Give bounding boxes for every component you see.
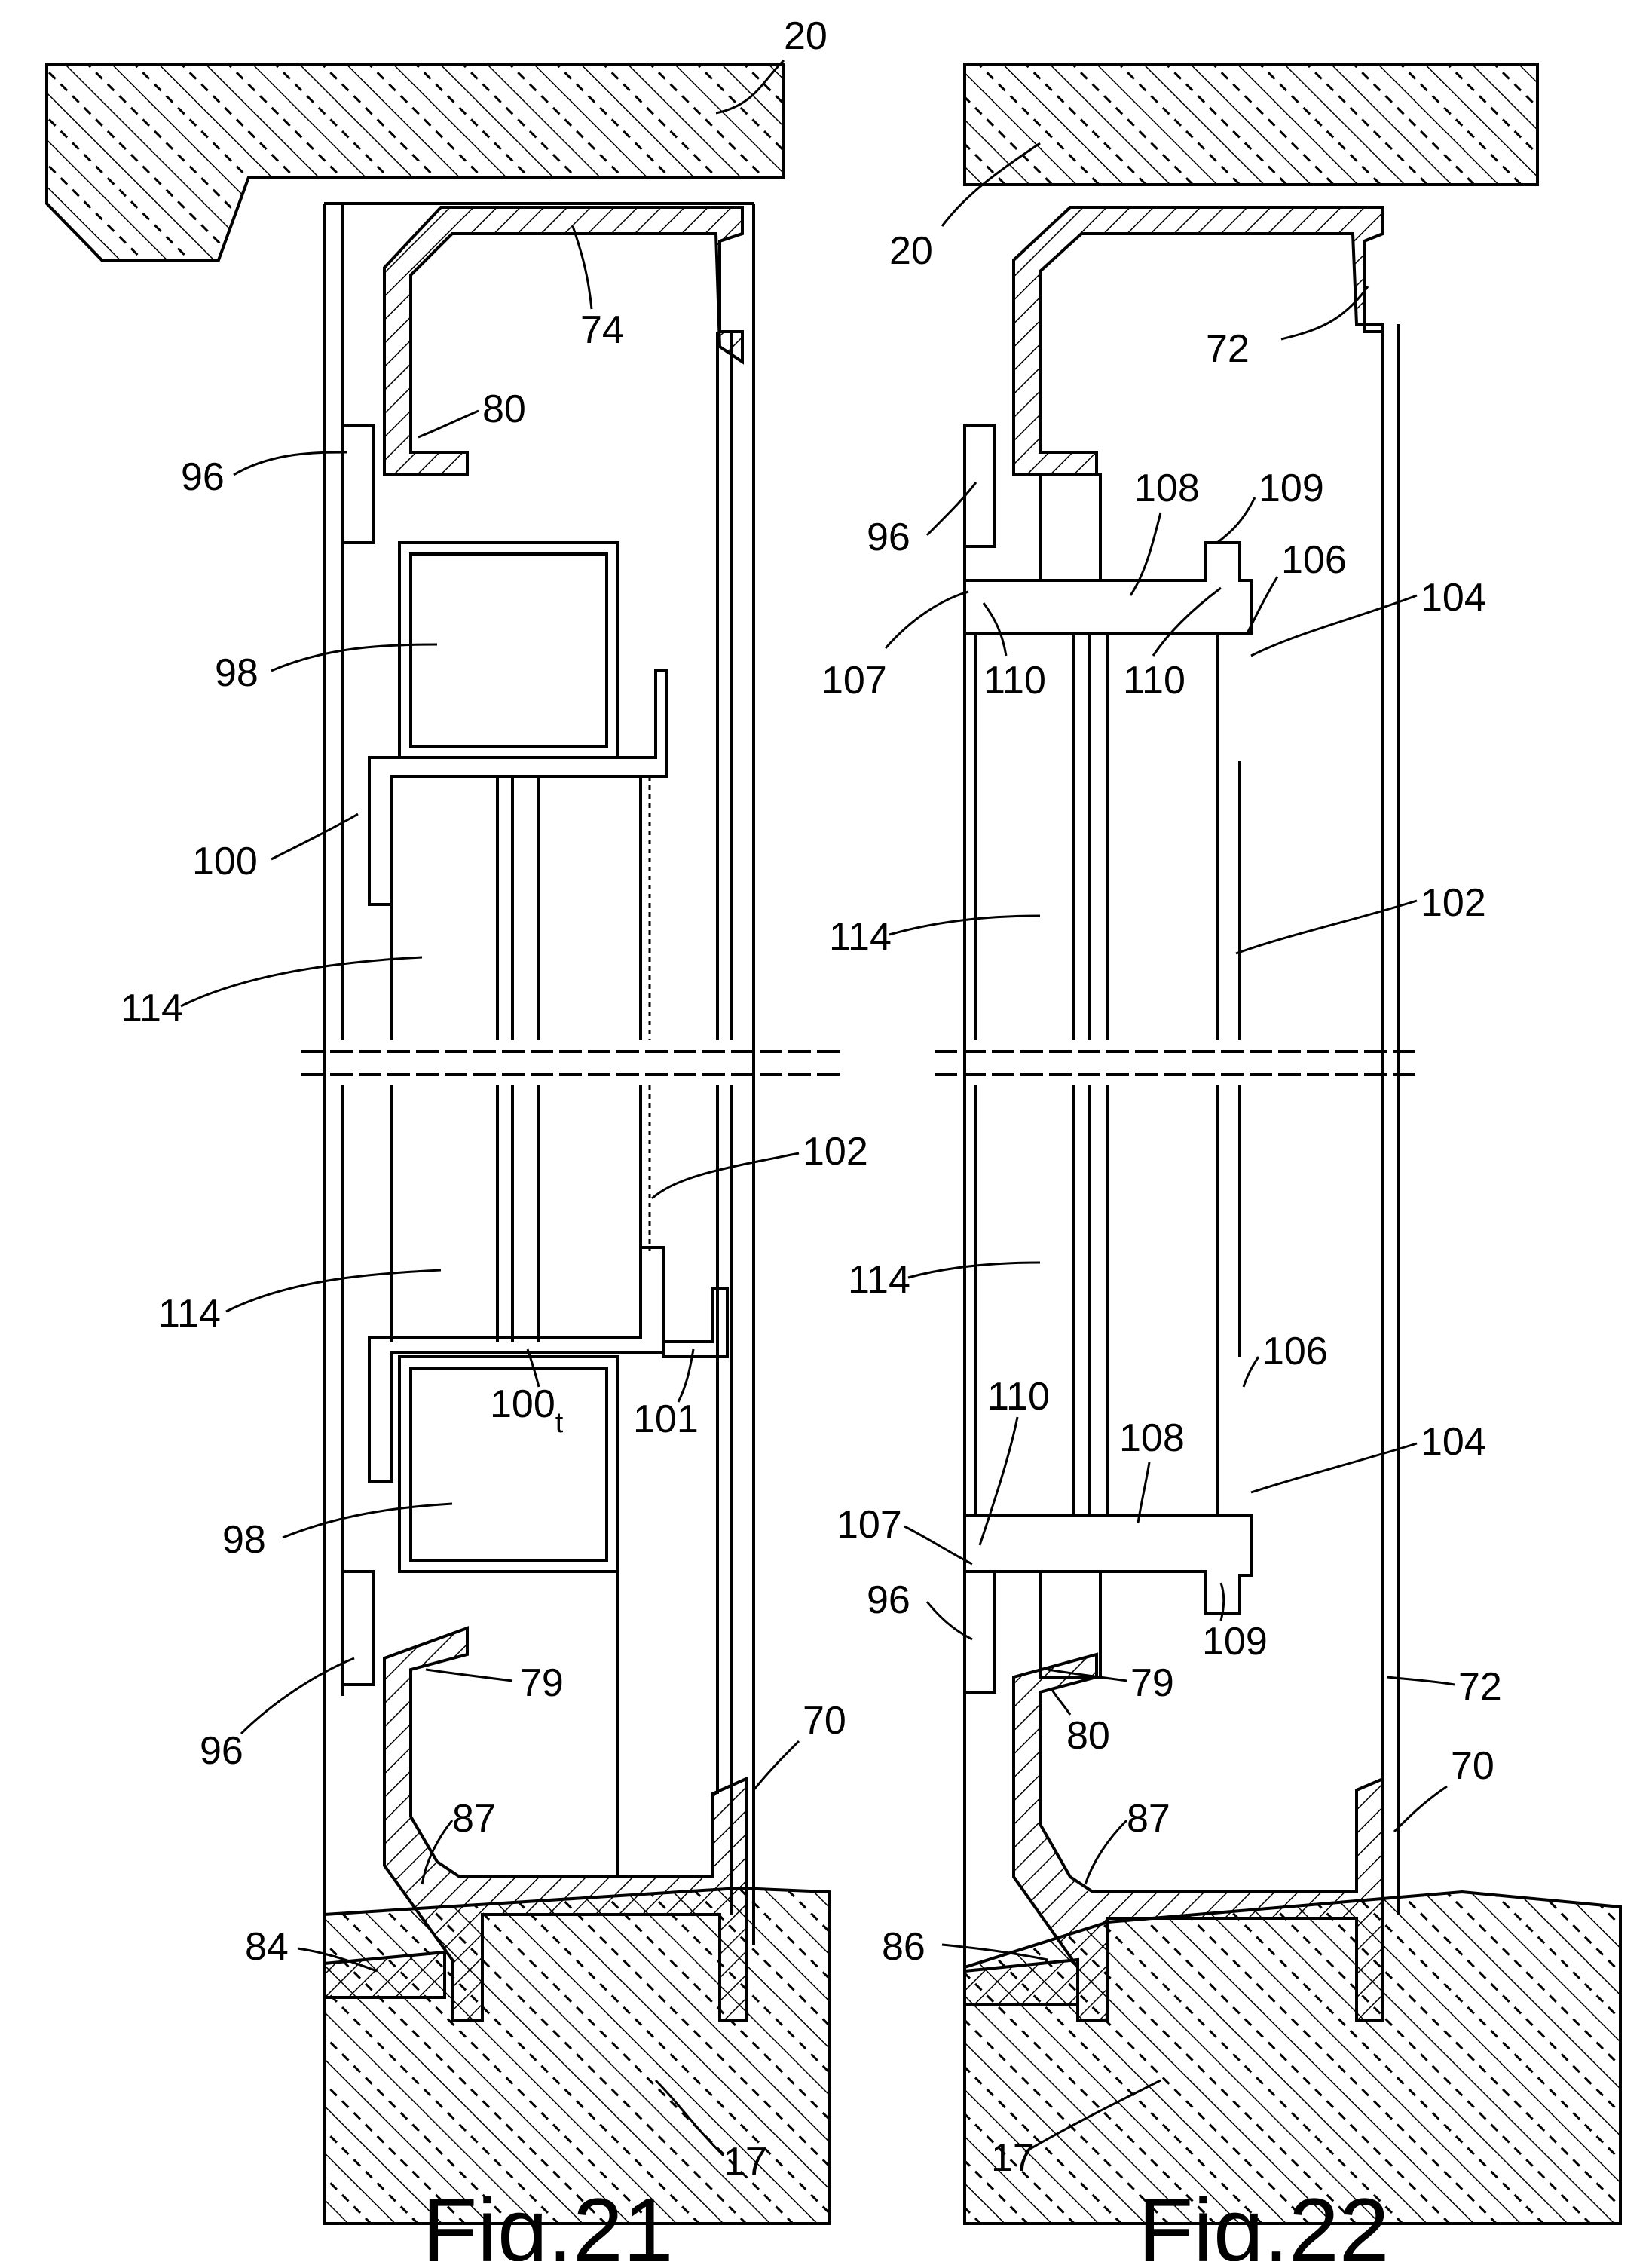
label-114-top: 114 <box>121 987 183 1030</box>
leader <box>984 603 1006 656</box>
leader <box>418 411 479 437</box>
leader <box>754 1741 799 1790</box>
figure-22-caption: Fig.22 <box>1138 2180 1390 2261</box>
label-114-bottom: 114 <box>848 1258 910 1302</box>
leader <box>283 1504 452 1538</box>
block-top <box>1040 475 1100 580</box>
label-80: 80 <box>1066 1714 1110 1758</box>
label-80: 80 <box>482 387 526 431</box>
leader <box>1130 513 1161 595</box>
rail-108-bottom <box>965 1515 1251 1613</box>
label-96-bottom: 96 <box>200 1729 243 1773</box>
label-79: 79 <box>1130 1661 1174 1705</box>
leader <box>980 1417 1017 1545</box>
label-108-top: 108 <box>1134 467 1200 510</box>
label-110-bottom: 110 <box>987 1375 1050 1419</box>
label-109-top: 109 <box>1259 467 1324 510</box>
label-102: 102 <box>803 1130 868 1174</box>
label-107-bottom: 107 <box>837 1503 902 1547</box>
leader <box>241 1658 354 1734</box>
leader <box>1394 1786 1447 1832</box>
label-104-top: 104 <box>1421 576 1486 620</box>
label-106-bottom: 106 <box>1262 1330 1328 1373</box>
label-74: 74 <box>580 308 624 352</box>
label-17: 17 <box>991 2136 1035 2180</box>
leader <box>904 1526 972 1564</box>
label-98-bottom: 98 <box>222 1518 266 1562</box>
label-96-top: 96 <box>181 455 225 499</box>
figure-21: 20 74 80 96 98 100 114 102 114 100t 101 … <box>47 14 868 2261</box>
label-110-top-a: 110 <box>984 659 1046 702</box>
label-72-top: 72 <box>1206 327 1250 371</box>
label-102: 102 <box>1421 881 1486 925</box>
leader <box>908 1263 1040 1278</box>
leader <box>573 226 592 309</box>
label-96-bottom: 96 <box>867 1578 910 1622</box>
head-profile <box>1014 207 1383 475</box>
label-87: 87 <box>452 1797 496 1841</box>
leader <box>426 1670 512 1681</box>
leader <box>927 482 976 535</box>
rail-108-top <box>965 543 1251 633</box>
leader <box>271 814 358 859</box>
leader <box>1085 1820 1127 1884</box>
ceiling-slab <box>965 64 1537 185</box>
label-108-bottom: 108 <box>1119 1416 1185 1460</box>
clip-96-bottom <box>965 1572 995 1692</box>
leader <box>1251 1443 1417 1492</box>
clip-96-top <box>965 426 995 546</box>
label-114-bottom: 114 <box>158 1292 221 1336</box>
figure-22: 20 72 96 108 109 106 104 107 110 110 114… <box>821 64 1620 2261</box>
leader <box>886 592 968 648</box>
figure-21-caption: Fig.21 <box>422 2180 674 2261</box>
label-87: 87 <box>1127 1797 1170 1841</box>
leader <box>1221 1583 1224 1621</box>
leader <box>234 452 347 475</box>
label-104-bottom: 104 <box>1421 1420 1486 1464</box>
label-70: 70 <box>1451 1744 1494 1788</box>
label-100: 100 <box>192 840 258 883</box>
label-114-top: 114 <box>829 915 892 959</box>
leader <box>1244 1357 1259 1387</box>
label-110-top-b: 110 <box>1123 659 1185 702</box>
clip-96-bottom <box>343 1572 373 1685</box>
label-96-top: 96 <box>867 516 910 559</box>
label-20: 20 <box>889 229 933 273</box>
label-100t: 100t <box>490 1382 564 1439</box>
leader <box>1251 595 1417 656</box>
label-107-top: 107 <box>821 659 887 702</box>
label-20: 20 <box>784 14 828 58</box>
label-84: 84 <box>245 1925 289 1969</box>
label-106-top: 106 <box>1281 538 1347 582</box>
leader <box>1051 1688 1070 1715</box>
leader <box>1217 497 1255 543</box>
label-79: 79 <box>520 1661 564 1705</box>
leader <box>1236 901 1417 953</box>
leader <box>181 957 422 1006</box>
bracket-100 <box>369 671 667 904</box>
leader <box>226 1270 441 1312</box>
clip-96-top <box>343 426 373 543</box>
label-86: 86 <box>882 1925 925 1969</box>
leader <box>1153 588 1221 656</box>
label-109-bottom: 109 <box>1202 1620 1268 1664</box>
head-profile-74 <box>384 207 742 475</box>
label-98-top: 98 <box>215 651 259 695</box>
box-98-top-inner <box>411 554 607 746</box>
label-17: 17 <box>724 2140 767 2184</box>
box-98-top <box>399 543 618 758</box>
leader <box>652 1153 799 1198</box>
label-70: 70 <box>803 1699 846 1743</box>
label-72-bottom: 72 <box>1458 1665 1502 1709</box>
label-101: 101 <box>633 1397 699 1441</box>
